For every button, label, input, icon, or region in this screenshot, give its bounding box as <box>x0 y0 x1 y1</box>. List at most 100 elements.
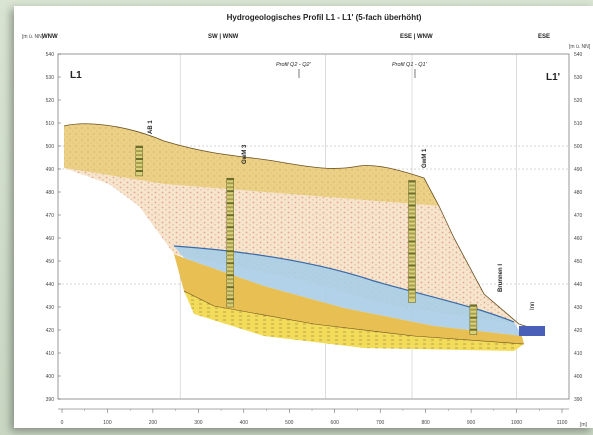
well-column-band <box>408 192 416 195</box>
well-column-band <box>226 214 234 217</box>
well-column-band <box>226 298 234 301</box>
x-tick-label: 400 <box>240 420 249 426</box>
well-label: Brunnen I <box>498 264 504 292</box>
well-column-band <box>408 208 416 211</box>
well-column-band <box>408 240 416 243</box>
y-tick-label-right: 470 <box>574 213 583 219</box>
well-label: GwM 1 <box>422 148 428 168</box>
well-column-band <box>408 180 416 183</box>
y-tick-label: 520 <box>46 98 55 104</box>
geological-layers <box>63 123 545 351</box>
x-tick-label: 800 <box>421 420 430 426</box>
y-tick-label: 500 <box>46 144 55 150</box>
river-inn-label: Inn <box>530 302 536 310</box>
x-tick-label: 300 <box>194 420 203 426</box>
y-tick-label: 510 <box>46 121 55 127</box>
y-tick-label-right: 480 <box>574 190 583 196</box>
well-column-band <box>226 194 234 197</box>
well-column-band <box>226 262 234 265</box>
y-tick-label: 460 <box>46 236 55 242</box>
well-column-band <box>226 258 234 261</box>
y-axis-ticks-right: 5405305205105004904804704604504404304204… <box>574 52 583 403</box>
well-column-band <box>226 186 234 189</box>
well-column-band <box>226 210 234 213</box>
direction-label-ese: ESE <box>538 34 550 40</box>
layer-top-sediment-pattern <box>64 123 439 206</box>
y-tick-label: 420 <box>46 328 55 334</box>
y-tick-label-right: 530 <box>574 75 583 81</box>
y-tick-label: 540 <box>46 52 55 58</box>
well-column-band <box>226 266 234 269</box>
unit-label-left: [m ü. NN] <box>22 34 44 40</box>
y-tick-label: 480 <box>46 190 55 196</box>
layer-lower-sediment <box>174 254 524 344</box>
well-column-band <box>226 222 234 225</box>
well-column-band <box>408 244 416 247</box>
profile-ref-q2: Profil Q2 - Q2' <box>276 62 312 68</box>
well-column-band <box>226 230 234 233</box>
river-inn <box>519 326 545 336</box>
terrain-surface-line <box>63 123 545 333</box>
plot-frame <box>57 53 570 400</box>
well-column-band <box>469 316 477 319</box>
well-column-band <box>226 278 234 281</box>
well-column-band <box>135 154 143 156</box>
well-column-band <box>408 232 416 235</box>
y-tick-label-right: 400 <box>574 374 583 380</box>
well-column-band <box>408 296 416 299</box>
layer-gravel-pattern <box>64 168 519 324</box>
well-column-band <box>226 202 234 205</box>
y-tick-label-right: 460 <box>574 236 583 242</box>
well-column-band <box>408 228 416 231</box>
direction-label-ese-wnw: ESE | WNW <box>400 34 433 40</box>
y-tick-label-right: 500 <box>574 144 583 150</box>
well-column-band <box>226 234 234 237</box>
y-tick-label: 470 <box>46 213 55 219</box>
well-column-band <box>469 304 477 307</box>
well-column-band <box>408 236 416 239</box>
well-column-band <box>408 200 416 203</box>
y-tick-label-right: 490 <box>574 167 583 173</box>
well-column-band <box>135 146 143 148</box>
y-tick-label: 490 <box>46 167 55 173</box>
well-column-band <box>408 256 416 259</box>
well-column-band <box>226 302 234 305</box>
x-tick-label: 1000 <box>511 420 522 426</box>
well-column-band <box>226 294 234 297</box>
well-column-band <box>408 212 416 215</box>
x-tick-label: 600 <box>331 420 340 426</box>
x-tick-label: 0 <box>61 420 64 426</box>
y-tick-label-right: 440 <box>574 282 583 288</box>
direction-label-wnw: WNW <box>42 34 58 40</box>
profile-sheet: Hydrogeologisches Profil L1 - L1' (5-fac… <box>14 6 593 428</box>
y-tick-label: 430 <box>46 305 55 311</box>
well-column-band <box>408 188 416 191</box>
direction-label-sw-wnw: SW | WNW <box>208 34 239 40</box>
aquifer-base-line <box>183 290 525 345</box>
well-column-band <box>408 280 416 283</box>
well-column-band <box>226 290 234 293</box>
x-tick-label: 1100 <box>557 420 568 426</box>
well-column-band <box>135 162 143 164</box>
well-column-band <box>226 270 234 273</box>
well-column-band <box>408 224 416 227</box>
profile-end-label: L1' <box>546 72 560 83</box>
y-tick-label: 390 <box>46 397 55 403</box>
layer-basement-pattern <box>184 291 524 351</box>
well-label: GwM 3 <box>242 144 248 164</box>
y-tick-label: 530 <box>46 75 55 81</box>
well-column-band <box>408 292 416 295</box>
y-tick-label-right: 420 <box>574 328 583 334</box>
well-column-band <box>226 274 234 277</box>
profile-start-label: L1 <box>70 70 82 81</box>
well-column-band <box>408 248 416 251</box>
x-unit-label: [m] <box>580 422 588 428</box>
well-column-band <box>469 324 477 327</box>
well-column-band <box>226 238 234 241</box>
y-tick-label: 440 <box>46 282 55 288</box>
well-column-band <box>408 268 416 271</box>
x-tick-label: 500 <box>285 420 294 426</box>
y-tick-label-right: 540 <box>574 52 583 58</box>
